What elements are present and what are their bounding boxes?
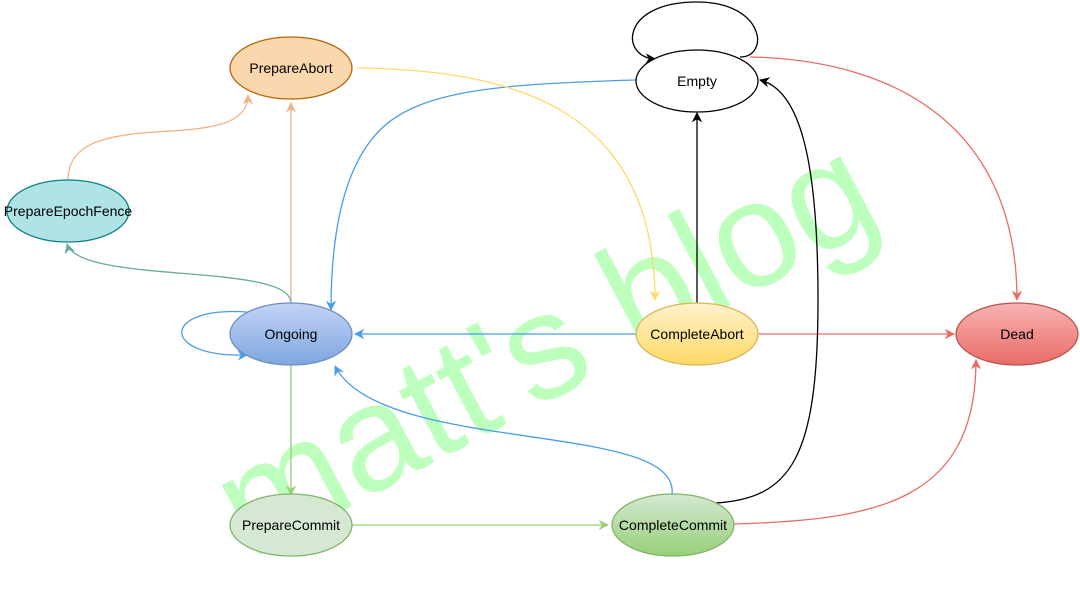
state-prepare-commit[interactable]: PrepareCommit [229,493,353,557]
state-prepare-epoch-fence[interactable]: PrepareEpochFence [4,179,133,243]
edge-ongoing-to-prepareepochfence [64,243,292,304]
state-complete-commit[interactable]: CompleteCommit [611,493,735,557]
state-empty-label: Empty [677,73,717,89]
state-complete-abort[interactable]: CompleteAbort [635,302,759,366]
state-dead[interactable]: Dead [955,302,1079,366]
state-complete-abort-label: CompleteAbort [650,326,743,342]
state-empty[interactable]: Empty [635,49,759,113]
edge-completecommit-to-dead [733,358,982,525]
edge-completecommit-to-empty [715,77,819,504]
edge-empty-to-ongoing [325,79,637,312]
state-prepare-epoch-fence-label: PrepareEpochFence [4,203,133,219]
state-prepare-commit-label: PrepareCommit [242,517,340,533]
state-ongoing[interactable]: Ongoing [229,302,353,366]
state-prepare-abort[interactable]: PrepareAbort [229,36,353,100]
state-complete-commit-label: CompleteCommit [619,517,727,533]
edge-empty-to-dead [749,56,1023,302]
edge-empty-self-loop [631,1,759,64]
state-ongoing-label: Ongoing [265,326,318,342]
edge-prepareepochfence-to-prepareabort [67,93,254,181]
edge-prepareabort-to-completeabort [357,67,661,302]
state-dead-label: Dead [1000,326,1033,342]
edge-completecommit-to-ongoing [334,365,673,495]
state-prepare-abort-label: PrepareAbort [249,60,332,76]
edge-ongoing-self-loop [181,310,249,361]
